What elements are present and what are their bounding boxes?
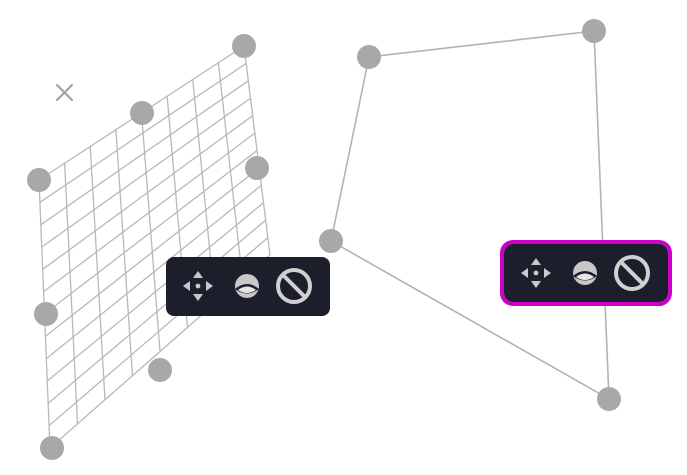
warp-handle-edge-top-mid[interactable] [130, 101, 154, 125]
grid-toolbar [166, 257, 330, 316]
move-arrows-icon[interactable] [180, 268, 216, 304]
prohibit-icon[interactable] [274, 266, 314, 306]
warp-grid [38, 45, 271, 449]
warp-grid-row-line [45, 184, 262, 360]
warp-handle-corner-bottom-left[interactable] [40, 436, 64, 460]
warp-grid-row-line [42, 115, 254, 270]
move-arrows-icon[interactable] [518, 255, 554, 291]
polygon-vertex-4[interactable] [319, 229, 343, 253]
close-icon[interactable] [56, 84, 73, 101]
polygon-vertex-1[interactable] [357, 45, 381, 69]
warp-handles [27, 34, 269, 460]
polygon-outline [330, 30, 610, 401]
eye-icon[interactable] [230, 269, 264, 303]
eye-icon[interactable] [568, 256, 602, 290]
warp-grid-row-line [39, 62, 247, 203]
polygon-toolbar [500, 240, 672, 306]
warp-grid-row-line [44, 149, 258, 315]
polygon-vertex-3[interactable] [597, 387, 621, 411]
warp-grid-row-line [41, 97, 251, 248]
warp-grid-row-line [47, 219, 267, 404]
warp-handle-edge-left-mid[interactable] [34, 302, 58, 326]
warp-grid-row-line [46, 202, 264, 382]
warp-grid-row-line [45, 167, 260, 337]
warp-grid-row-line [40, 80, 249, 226]
prohibit-icon[interactable] [612, 253, 652, 293]
polygon-vertex-2[interactable] [582, 19, 606, 43]
warp-grid-row-line [43, 132, 256, 293]
warp-handle-corner-top-left[interactable] [27, 168, 51, 192]
polygon-handles [319, 19, 621, 411]
warp-handle-corner-top-right[interactable] [232, 34, 256, 58]
warp-handle-edge-bottom-mid[interactable] [148, 358, 172, 382]
warp-handle-edge-right-mid[interactable] [245, 156, 269, 180]
